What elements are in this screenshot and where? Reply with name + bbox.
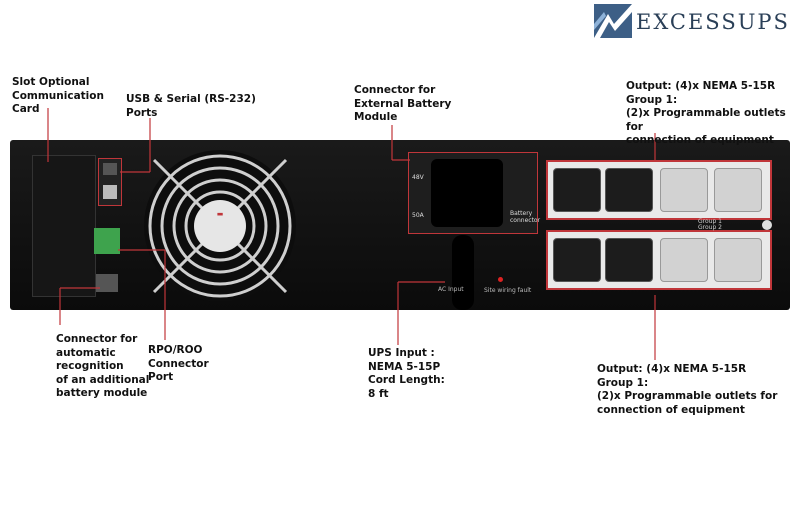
ac-input-text: AC Input — [438, 286, 464, 293]
output-top-label: Output: (4)x NEMA 5-15R Group 1: (2)x Pr… — [626, 80, 786, 146]
battery-connector-label: Connector for External Battery Module — [354, 84, 452, 123]
fan-grille-icon: ▬ — [144, 150, 296, 302]
auto-recognition-label: Connector for automatic recognition of a… — [56, 333, 150, 399]
svg-text:▬: ▬ — [217, 210, 224, 218]
ups-rear-panel: ▬ 48V 50A Battery connector AC Input Sit… — [10, 140, 790, 310]
outlet-group-1 — [546, 160, 772, 220]
battery-connector-text: Battery connector — [510, 210, 541, 224]
output-bottom-label: Output: (4)x NEMA 5-15R Group 1: (2)x Pr… — [597, 363, 778, 416]
group1-text: Group 1 — [698, 218, 722, 225]
ground-screw — [762, 220, 772, 230]
group2-text: Group 2 — [698, 224, 722, 231]
auto-recognition-port — [96, 274, 118, 292]
usb-serial-label: USB & Serial (RS-232) Ports — [126, 93, 256, 119]
logo-mark-icon — [594, 4, 632, 38]
amps-label: 50A — [412, 212, 424, 219]
rpo-connector — [94, 228, 120, 254]
rpo-label: RPO/ROO Connector Port — [148, 344, 209, 383]
battery-connector-block — [408, 152, 538, 234]
ups-input-label: UPS Input : NEMA 5-15P Cord Length: 8 ft — [368, 347, 445, 400]
site-wiring-text: Site wiring fault — [484, 287, 532, 294]
slot-card — [32, 155, 96, 297]
brand-logo: EXCESSUPS — [594, 4, 794, 40]
usb-serial-ports — [98, 158, 122, 206]
site-wiring-led — [498, 277, 503, 282]
outlet-group-2 — [546, 230, 772, 290]
input-power-cord — [452, 235, 474, 310]
volts-label: 48V — [412, 174, 424, 181]
slot-card-label: Slot Optional Communication Card — [12, 76, 104, 115]
brand-name: EXCESSUPS — [636, 10, 790, 34]
